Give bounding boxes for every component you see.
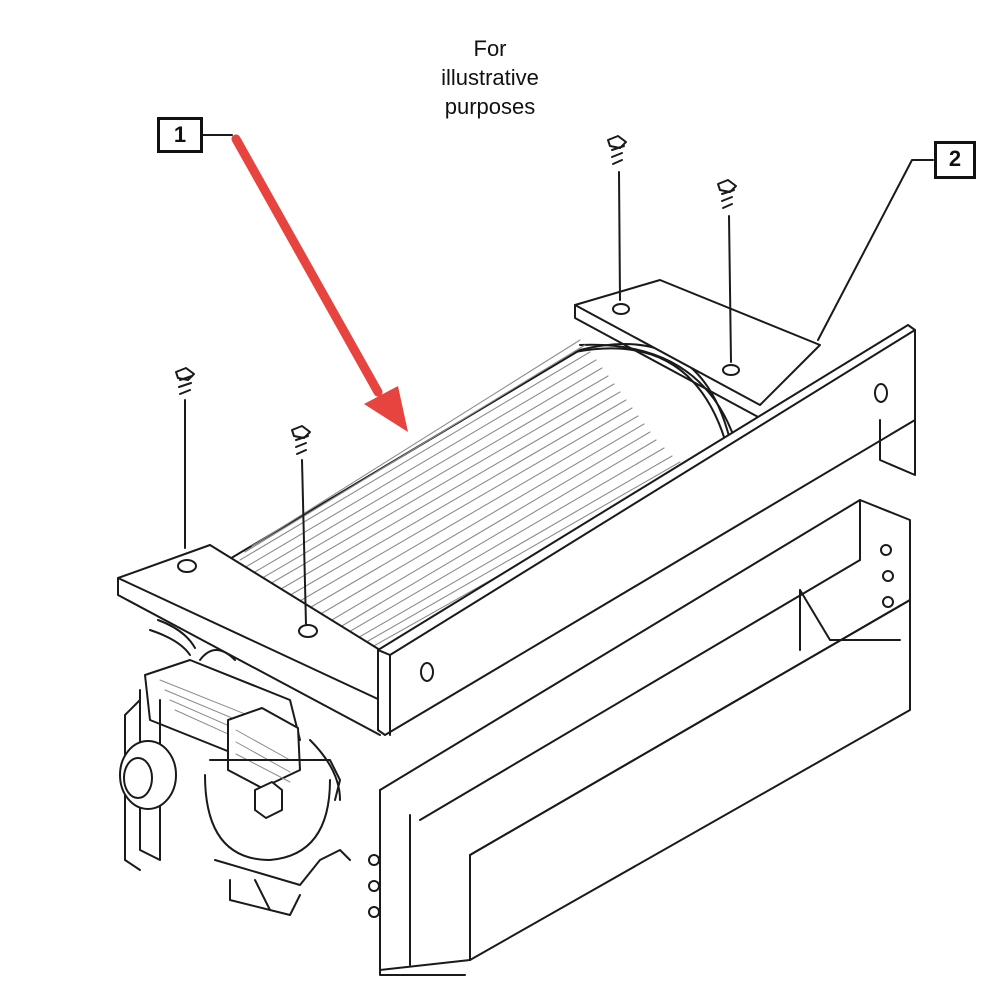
note-line-1: For: [473, 36, 507, 61]
illustrative-note: For illustrative purposes: [400, 34, 580, 121]
screw-icon: [717, 179, 737, 363]
blower-wheel: [227, 339, 736, 657]
motor: [119, 619, 351, 916]
callout-2: 2: [934, 141, 976, 179]
callout-2-leader: [817, 159, 934, 341]
screw-icon: [291, 425, 311, 626]
red-arrow-icon: [231, 134, 408, 432]
callout-1: 1: [157, 117, 203, 153]
note-line-2: illustrative: [441, 65, 539, 90]
right-mounting-bracket: [574, 279, 821, 419]
screw-icon: [607, 135, 627, 301]
front-rail: [377, 324, 916, 736]
note-line-3: purposes: [444, 94, 536, 119]
screw-icon: [175, 367, 195, 549]
housing-body: [368, 499, 911, 976]
